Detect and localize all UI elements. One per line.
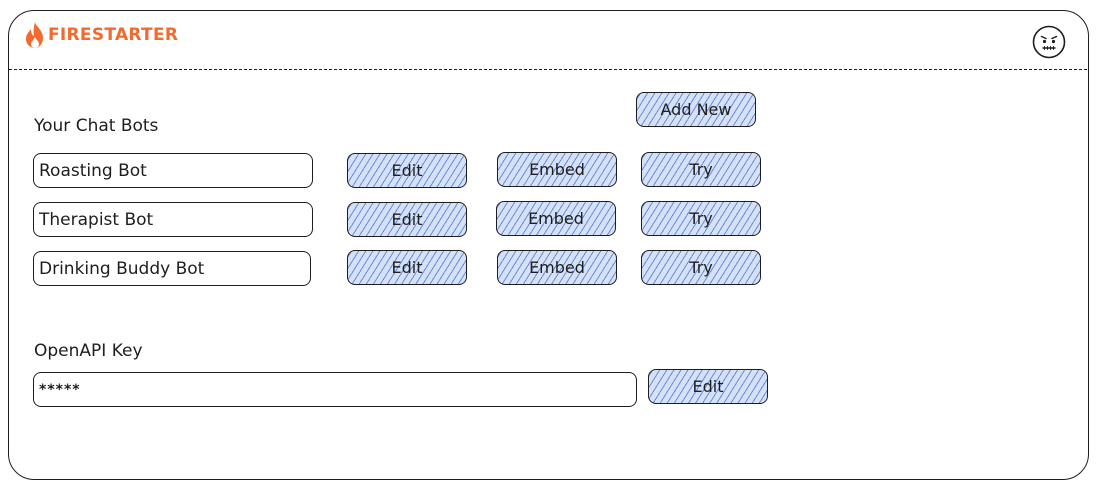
edit-key-button[interactable]: Edit [648, 369, 768, 404]
edit-bot-button[interactable]: Edit [347, 153, 467, 188]
add-new-bot-button[interactable]: Add New [636, 92, 756, 127]
app-window [8, 10, 1089, 480]
flame-icon [26, 22, 43, 48]
embed-bot-button[interactable]: Embed [497, 152, 617, 187]
try-bot-button[interactable]: Try [641, 152, 761, 187]
chat-bots-heading: Your Chat Bots [34, 116, 159, 136]
face-avatar-icon[interactable] [1031, 24, 1067, 60]
openapi-key-label: OpenAPI Key [34, 341, 143, 361]
logo-text: FIRESTARTER [48, 25, 179, 45]
try-bot-button[interactable]: Try [641, 250, 761, 285]
bot-name-field[interactable]: Therapist Bot [33, 202, 313, 237]
try-bot-button[interactable]: Try [641, 201, 761, 236]
header-divider [9, 69, 1087, 70]
bot-name-field[interactable]: Roasting Bot [33, 153, 313, 188]
edit-bot-button[interactable]: Edit [347, 250, 467, 285]
app-logo[interactable]: FIRESTARTER [24, 21, 178, 49]
embed-bot-button[interactable]: Embed [496, 201, 616, 236]
bot-name-field[interactable]: Drinking Buddy Bot [33, 251, 311, 286]
embed-bot-button[interactable]: Embed [497, 250, 617, 285]
openapi-key-field[interactable]: ***** [33, 372, 637, 407]
edit-bot-button[interactable]: Edit [347, 202, 467, 237]
